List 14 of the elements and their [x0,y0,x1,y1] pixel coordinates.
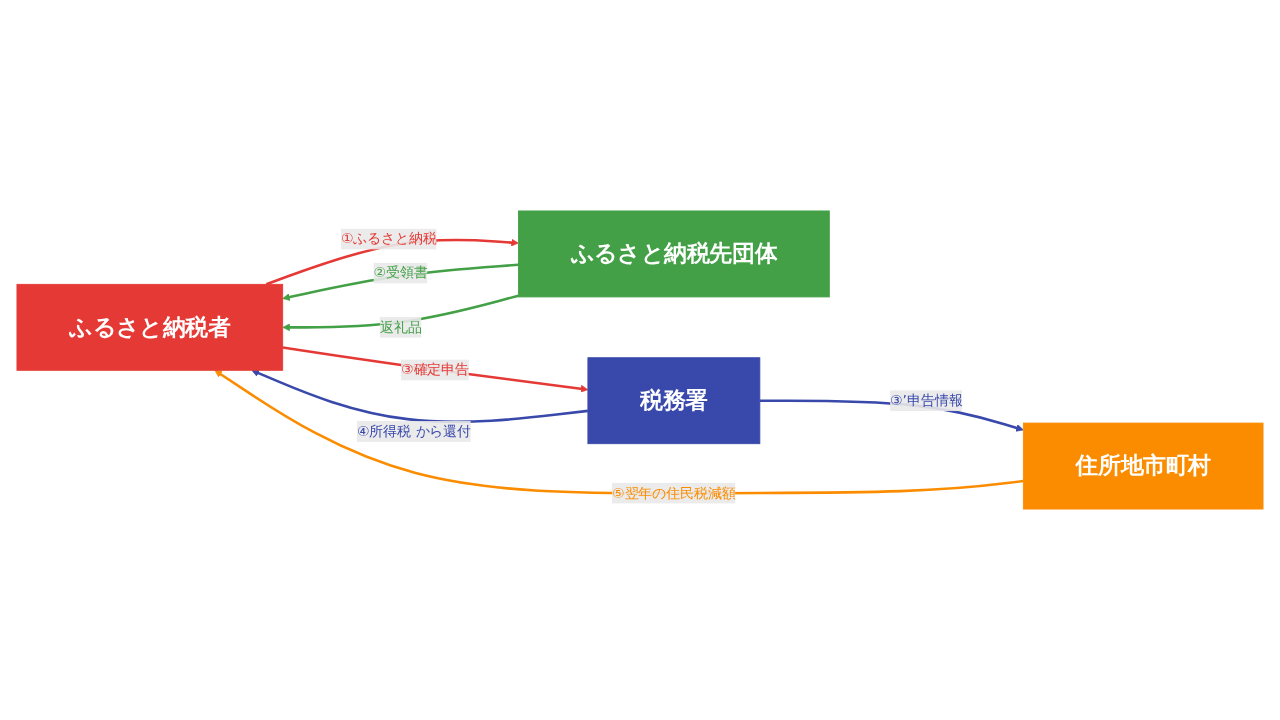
node-box: ふるさと納税先団体 [518,210,830,298]
edge-label: ③確定申告 [401,361,470,378]
node-box: 税務署 [587,357,761,445]
edge-label: 返礼品 [379,318,422,336]
node-box: 住所地市町村 [1022,422,1264,510]
arrow [265,238,519,286]
arrow [282,346,589,393]
edge-label: ④所得税 から還付 [356,422,472,440]
node-box: ふるさと納税者 [16,283,284,371]
edge-label: ⑤翌年の住民税減額 [612,484,736,502]
edge-label: ③’申告情報 [890,392,963,409]
arrow [251,369,589,423]
edge-label: ②受領書 [373,264,428,281]
edge-label: ①ふるさと納税 [340,230,437,247]
